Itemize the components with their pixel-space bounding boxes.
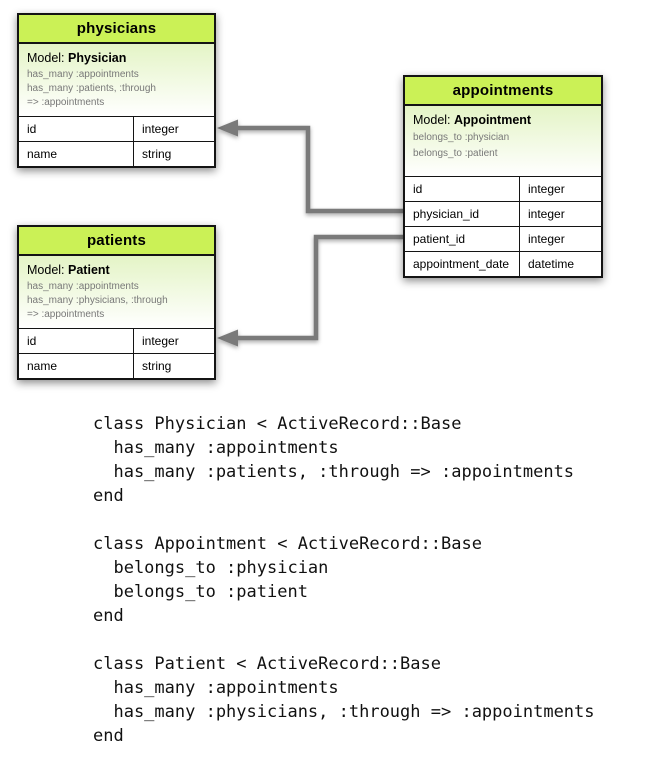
table-patients: patients Model: Patient has_many :appoin… <box>17 225 216 380</box>
column-type: string <box>142 147 172 161</box>
code-line: end <box>93 606 124 626</box>
column-name: appointment_date <box>405 252 520 276</box>
table-patients-model-info: Model: Patient has_many :appointments ha… <box>19 256 214 328</box>
column-type: string <box>142 359 172 373</box>
table-row: id integer <box>19 328 214 353</box>
code-line: has_many :appointments <box>93 678 339 698</box>
column-type: integer <box>528 232 565 246</box>
column-name: physician_id <box>405 202 520 226</box>
er-diagram: physicians Model: Physician has_many :ap… <box>17 13 603 380</box>
code-block-physician: class Physician < ActiveRecord::Base has… <box>93 412 595 508</box>
table-row: id integer <box>19 116 214 141</box>
table-row: patient_id integer <box>405 226 601 251</box>
column-type: integer <box>528 207 565 221</box>
code-line: has_many :physicians, :through => :appoi… <box>93 702 595 722</box>
model-line: Model: Patient <box>27 263 206 277</box>
table-row: appointment_date datetime <box>405 251 601 276</box>
table-physicians-model-info: Model: Physician has_many :appointments … <box>19 44 214 116</box>
association-line: has_many :appointments <box>27 281 139 292</box>
code-line: end <box>93 486 124 506</box>
model-label: Model: <box>27 51 65 65</box>
association-line: has_many :physicians, :through <box>27 295 168 306</box>
table-row: physician_id integer <box>405 201 601 226</box>
association-line: => :appointments <box>27 309 105 320</box>
association-line: has_many :patients, :through <box>27 83 156 94</box>
code-line: belongs_to :physician <box>93 558 329 578</box>
association-line: => :appointments <box>27 97 105 108</box>
model-label: Model: <box>413 113 451 127</box>
code-line: has_many :patients, :through => :appoint… <box>93 462 575 482</box>
connector-appointments-to-physicians <box>217 119 403 214</box>
model-name: Physician <box>68 51 127 65</box>
association-line: has_many :appointments <box>27 69 139 80</box>
table-appointments-title: appointments <box>405 77 601 106</box>
model-name: Appointment <box>454 113 532 127</box>
code-line: has_many :appointments <box>93 438 339 458</box>
model-label: Model: <box>27 263 65 277</box>
code-line: class Appointment < ActiveRecord::Base <box>93 534 482 554</box>
column-name: id <box>405 177 520 201</box>
column-name: id <box>19 117 134 141</box>
code-block-appointment: class Appointment < ActiveRecord::Base b… <box>93 532 595 628</box>
column-type: integer <box>528 182 565 196</box>
table-appointments-model-info: Model: Appointment belongs_to :physician… <box>405 106 601 176</box>
table-appointments: appointments Model: Appointment belongs_… <box>403 75 603 278</box>
code-line: end <box>93 726 124 746</box>
table-physicians: physicians Model: Physician has_many :ap… <box>17 13 216 168</box>
code-line: class Patient < ActiveRecord::Base <box>93 654 441 674</box>
association-line: belongs_to :patient <box>413 148 498 159</box>
model-line: Model: Physician <box>27 51 206 65</box>
column-type: integer <box>142 334 179 348</box>
model-line: Model: Appointment <box>413 113 593 127</box>
column-name: patient_id <box>405 227 520 251</box>
code-line: class Physician < ActiveRecord::Base <box>93 414 462 434</box>
table-row: name string <box>19 141 214 166</box>
table-row: id integer <box>405 176 601 201</box>
code-block-patient: class Patient < ActiveRecord::Base has_m… <box>93 652 595 748</box>
model-name: Patient <box>68 263 110 277</box>
table-row: name string <box>19 353 214 378</box>
association-line: belongs_to :physician <box>413 132 510 143</box>
connector-appointments-to-patients <box>217 234 403 347</box>
table-patients-title: patients <box>19 227 214 256</box>
table-physicians-title: physicians <box>19 15 214 44</box>
column-name: name <box>19 142 134 166</box>
column-type: datetime <box>528 257 575 271</box>
column-name: id <box>19 329 134 353</box>
column-name: name <box>19 354 134 378</box>
arrowhead-to-patients-icon <box>217 329 238 347</box>
arrowhead-to-physicians-icon <box>217 119 238 137</box>
column-type: integer <box>142 122 179 136</box>
ruby-code-listing: class Physician < ActiveRecord::Base has… <box>93 412 595 772</box>
code-line: belongs_to :patient <box>93 582 308 602</box>
